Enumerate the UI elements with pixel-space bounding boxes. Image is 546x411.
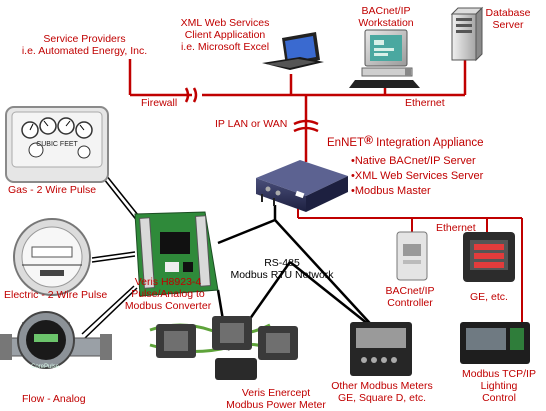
ip-lan-wan-label: IP LAN or WAN: [215, 118, 288, 130]
modbus-tcp-label: Modbus TCP/IP Lighting Control: [462, 368, 536, 404]
bacnet-workstation-label: BACnet/IP Workstation: [358, 5, 414, 29]
veris-converter-icon: [134, 211, 219, 297]
electric-label: Electric - 2 Wire Pulse: [4, 289, 108, 301]
ge-meter-icon: [463, 232, 515, 282]
gas-meter-face-text: CUBIC FEET: [36, 141, 78, 148]
rs485-label: RS-485 Modbus RTU Network: [230, 257, 334, 281]
wan-break-1: [293, 119, 319, 126]
ennet-bullet-modbus: Modbus Master: [351, 185, 431, 198]
flow-meter-icon: [0, 311, 112, 369]
workstation-icon: [349, 29, 420, 88]
xml-client-label: XML Web Services Client Application i.e.…: [180, 17, 270, 53]
ethernet-top-label: Ethernet: [405, 97, 445, 109]
ennet-registered-mark: ®: [364, 133, 373, 147]
ennet-bullet-xml: XML Web Services Server: [351, 170, 483, 183]
ennet-appliance-icon: [256, 160, 348, 212]
database-server-label: Database Server: [485, 7, 531, 31]
ge-etc-label: GE, etc.: [470, 291, 508, 303]
bacnet-controller-icon: [396, 231, 428, 281]
firewall-label: Firewall: [141, 97, 178, 109]
electric-meter-icon: [13, 218, 91, 296]
ennet-title: EnNET® Integration Appliance: [327, 133, 484, 150]
other-modbus-meters-label: Other Modbus Meters GE, Square D, etc.: [331, 380, 433, 404]
bacnet-controller-label: BACnet/IP Controller: [385, 285, 435, 309]
sensor-wiring: [81, 169, 139, 339]
modbus-meter-icon: [350, 322, 412, 376]
flow-label: Flow - Analog: [22, 393, 86, 405]
gas-meter-icon: CUBIC FEET: [5, 106, 109, 183]
ennet-title-name: EnNET: [327, 137, 365, 149]
firewall-break-1: [184, 87, 190, 103]
wan-break-2: [293, 126, 319, 133]
firewall-break-2: [192, 87, 198, 103]
ethernet-right-label: Ethernet: [436, 222, 476, 234]
veris-converter-label: Veris H8923-4 Pulse/Analog to Modbus Con…: [124, 276, 212, 312]
laptop-icon: [262, 32, 324, 70]
veris-enercept-label: Veris Enercept Modbus Power Meter: [226, 387, 326, 411]
top-ethernet-network: [128, 59, 467, 162]
enercept-meter-icon: [149, 316, 298, 380]
gas-label: Gas - 2 Wire Pulse: [8, 184, 97, 196]
service-providers-label: Service Providers i.e. Automated Energy,…: [21, 33, 148, 57]
ennet-title-suffix: Integration Appliance: [372, 137, 484, 149]
database-server-icon: [450, 6, 484, 62]
lighting-control-icon: [460, 322, 530, 364]
ennet-bullet-bacnet: Native BACnet/IP Server: [351, 155, 476, 168]
flow-meter-brand: CorePulse: [31, 364, 60, 370]
